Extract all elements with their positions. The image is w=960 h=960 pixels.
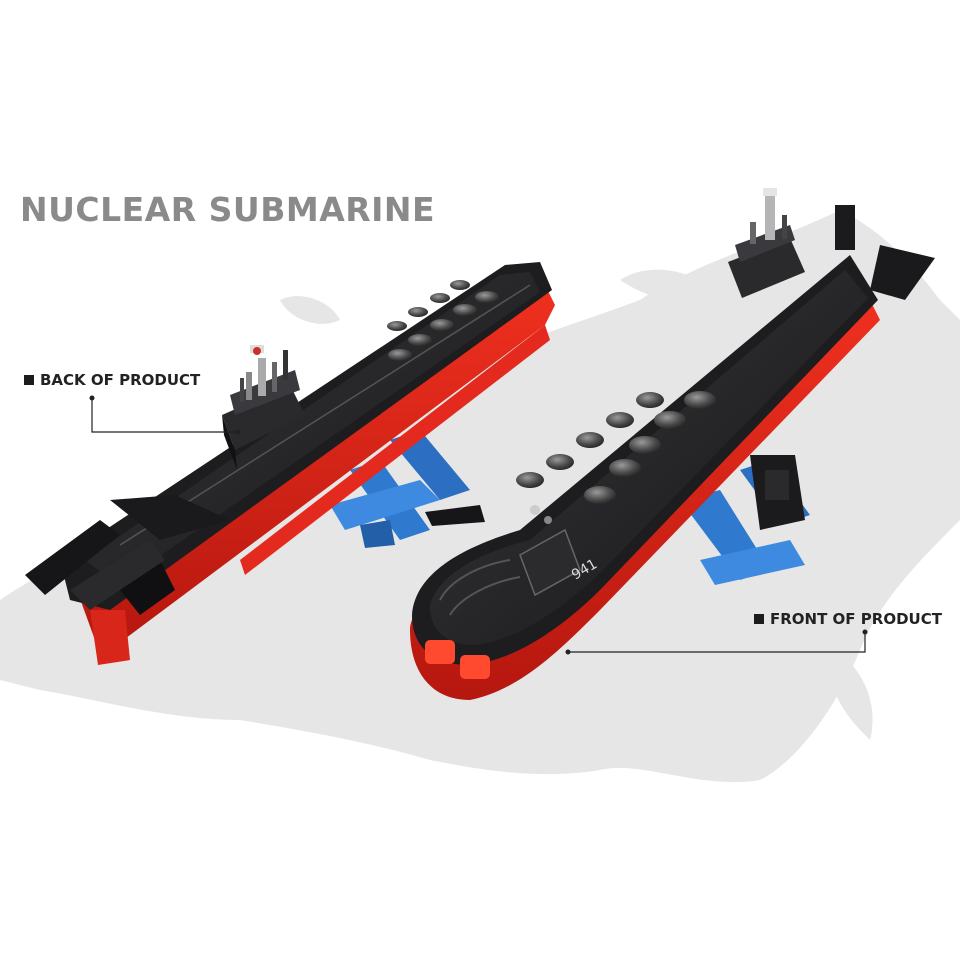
conning-tower-back: [222, 345, 305, 470]
tail-fins-back: [25, 495, 230, 615]
missile-hatches-front: [516, 391, 716, 504]
callout-back-of-product: BACK OF PRODUCT: [24, 371, 200, 389]
conning-tower-front: [728, 188, 855, 298]
callout-front-of-product: FRONT OF PRODUCT: [754, 610, 942, 628]
callout-back-label: BACK OF PRODUCT: [40, 371, 201, 389]
submarine-back-view: [25, 262, 555, 665]
page-title: NUCLEAR SUBMARINE: [20, 190, 436, 229]
square-bullet-icon: [24, 375, 34, 385]
missile-hatches-back: [387, 280, 499, 361]
callout-front-label: FRONT OF PRODUCT: [770, 610, 942, 628]
square-bullet-icon: [754, 614, 764, 624]
display-stand-front: [680, 455, 810, 585]
submarine-front-view: 941: [410, 188, 935, 700]
world-map-background: [0, 210, 960, 783]
callout-leader-lines: [89, 395, 868, 655]
